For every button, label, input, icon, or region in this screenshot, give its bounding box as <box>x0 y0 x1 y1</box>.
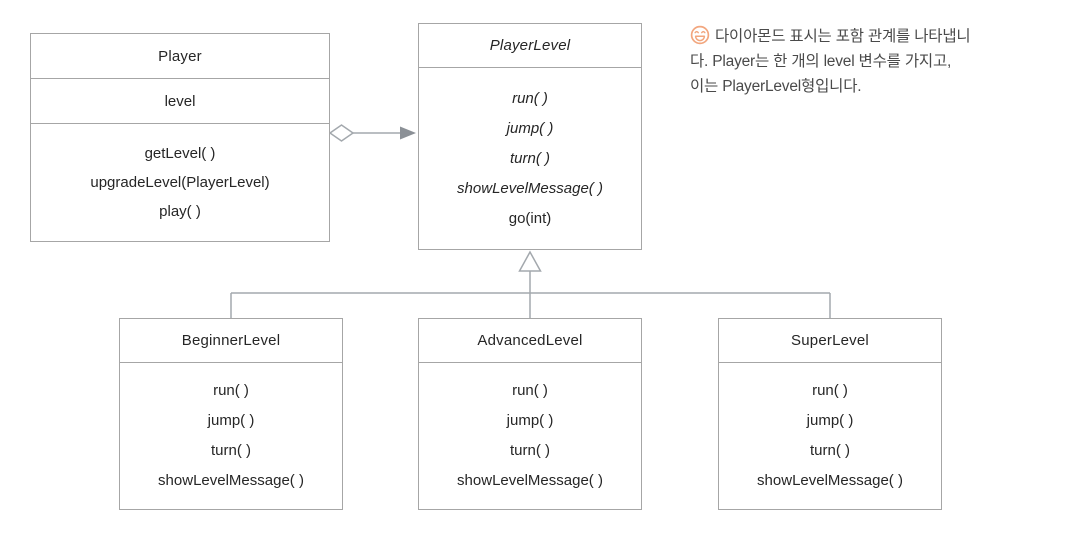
method-showlevelmessage: showLevelMessage( ) <box>158 472 304 489</box>
annotation-note: 다이아몬드 표시는 포함 관계를 나타냅니 다. Player는 한 개의 le… <box>690 24 1082 99</box>
class-box-player: Player level getLevel( ) upgradeLevel(Pl… <box>30 33 330 242</box>
aggregation-connector <box>328 124 416 142</box>
method-turn: turn( ) <box>509 442 550 459</box>
note-text-line-3: 이는 PlayerLevel형입니다. <box>690 78 862 95</box>
class-methods-player: getLevel( ) upgradeLevel(PlayerLevel) pl… <box>31 124 329 241</box>
method-run: run( ) <box>812 382 848 399</box>
method-go: go(int) <box>508 209 552 227</box>
method-run-abstract: run( ) <box>512 89 548 107</box>
class-attribute-level: level <box>31 79 329 124</box>
method-run: run( ) <box>213 382 249 399</box>
note-text-line-2: 다. Player는 한 개의 level 변수를 가지고, <box>690 53 952 70</box>
method-turn: turn( ) <box>809 442 850 459</box>
method-jump: jump( ) <box>806 412 854 429</box>
class-box-superlevel: SuperLevel run( ) jump( ) turn( ) showLe… <box>718 318 942 510</box>
smiley-face-icon <box>690 25 710 45</box>
method-showlevelmessage: showLevelMessage( ) <box>457 472 603 489</box>
class-name-beginnerlevel: BeginnerLevel <box>120 319 342 363</box>
method-turn-abstract: turn( ) <box>509 149 550 167</box>
class-name-playerlevel: PlayerLevel <box>419 24 641 68</box>
method-play: play( ) <box>159 203 201 220</box>
method-showlevelmessage: showLevelMessage( ) <box>757 472 903 489</box>
class-name-advancedlevel: AdvancedLevel <box>419 319 641 363</box>
class-methods-advancedlevel: run( ) jump( ) turn( ) showLevelMessage(… <box>419 363 641 509</box>
class-name-superlevel: SuperLevel <box>719 319 941 363</box>
method-upgradelevel: upgradeLevel(PlayerLevel) <box>90 174 270 191</box>
method-getlevel: getLevel( ) <box>144 145 216 162</box>
class-methods-playerlevel: run( ) jump( ) turn( ) showLevelMessage(… <box>419 68 641 249</box>
open-diamond-icon <box>328 124 355 142</box>
inheritance-connector <box>230 250 831 318</box>
method-showlevelmessage-abstract: showLevelMessage( ) <box>457 179 603 197</box>
note-text-line-1: 다이아몬드 표시는 포함 관계를 나타냅니 <box>715 28 971 45</box>
note-line-1: 다이아몬드 표시는 포함 관계를 나타냅니 <box>690 24 1082 49</box>
method-jump-abstract: jump( ) <box>506 119 554 137</box>
class-name-player: Player <box>31 34 329 79</box>
method-jump: jump( ) <box>506 412 554 429</box>
class-box-advancedlevel: AdvancedLevel run( ) jump( ) turn( ) sho… <box>418 318 642 510</box>
hollow-triangle-icon <box>518 250 542 272</box>
method-jump: jump( ) <box>207 412 255 429</box>
class-methods-beginnerlevel: run( ) jump( ) turn( ) showLevelMessage(… <box>120 363 342 509</box>
method-run: run( ) <box>512 382 548 399</box>
method-turn: turn( ) <box>210 442 251 459</box>
filled-arrowhead-icon <box>400 126 416 140</box>
class-box-playerlevel: PlayerLevel run( ) jump( ) turn( ) showL… <box>418 23 642 250</box>
class-methods-superlevel: run( ) jump( ) turn( ) showLevelMessage(… <box>719 363 941 509</box>
class-box-beginnerlevel: BeginnerLevel run( ) jump( ) turn( ) sho… <box>119 318 343 510</box>
